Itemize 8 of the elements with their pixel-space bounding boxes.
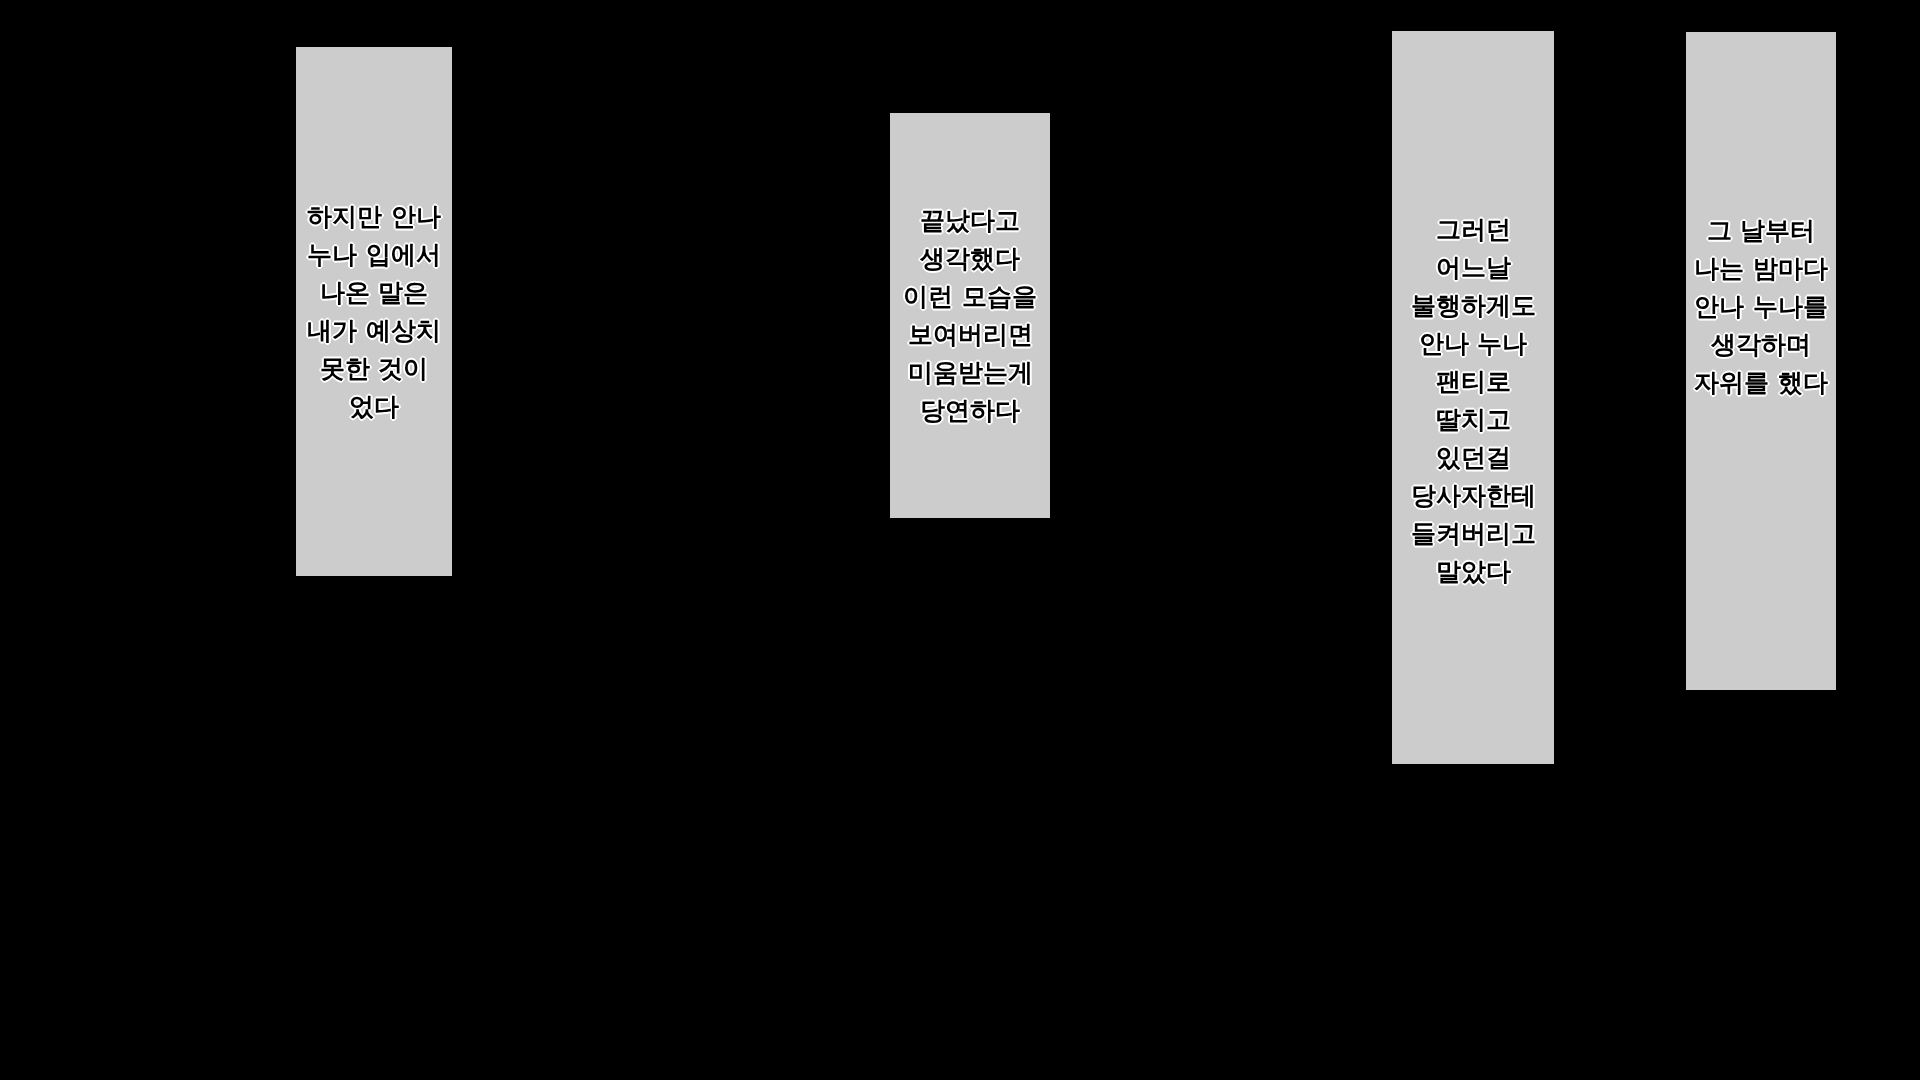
narration-text: 그 날부터 나는 밤마다 안나 누나를 생각하며 자위를 했다 — [1693, 215, 1829, 399]
caption-panel — [1392, 31, 1554, 764]
narration-text: 끝났다고 생각했다 이런 모습을 보여버리면 미움받는게 당연하다 — [902, 204, 1038, 427]
caption-panel — [296, 47, 452, 576]
caption-panel — [1686, 32, 1836, 690]
narration-text: 하지만 안나 누나 입에서 나온 말은 내가 예상치 못한 것이 었다 — [306, 200, 442, 423]
narration-text: 그러던 어느날 불행하게도 안나 누나 팬티로 딸치고 있던걸 당사자한테 들켜버리고 말았다 — [1409, 214, 1537, 588]
caption-panel — [890, 113, 1050, 518]
